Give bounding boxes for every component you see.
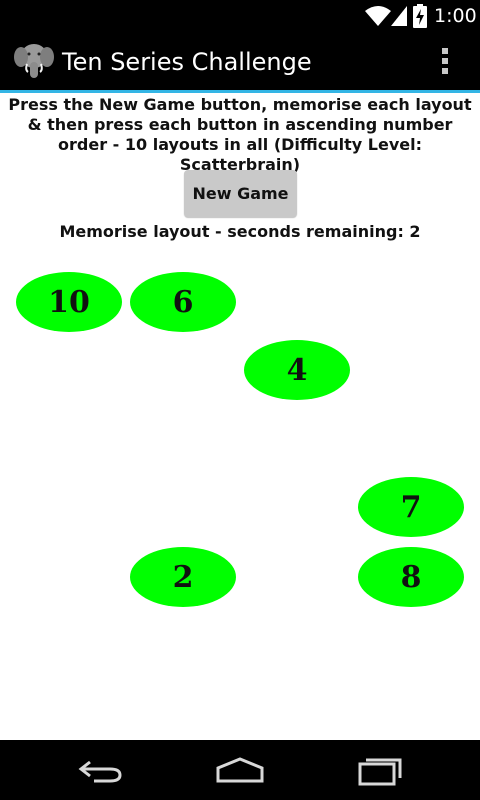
new-game-button[interactable]: New Game (184, 170, 297, 217)
action-bar-divider (0, 90, 480, 93)
signal-icon (391, 6, 407, 26)
number-button-4[interactable]: 4 (244, 340, 350, 400)
number-button-6[interactable]: 6 (130, 272, 236, 332)
battery-charging-icon (413, 4, 427, 28)
back-icon[interactable] (76, 755, 124, 785)
overflow-menu-icon[interactable] (430, 44, 460, 78)
status-time: 1:00 (434, 5, 477, 27)
number-button-8[interactable]: 8 (358, 547, 464, 607)
number-button-2[interactable]: 2 (130, 547, 236, 607)
countdown-status: Memorise layout - seconds remaining: 2 (59, 222, 421, 241)
wifi-icon (365, 6, 391, 26)
number-button-7[interactable]: 7 (358, 477, 464, 537)
app-title: Ten Series Challenge (62, 48, 312, 76)
number-button-10[interactable]: 10 (16, 272, 122, 332)
instructions-text: Press the New Game button, memorise each… (8, 95, 472, 174)
recents-icon[interactable] (356, 753, 406, 787)
elephant-icon (14, 44, 54, 78)
status-bar (0, 0, 480, 33)
home-icon[interactable] (214, 755, 266, 785)
action-bar (0, 33, 480, 90)
